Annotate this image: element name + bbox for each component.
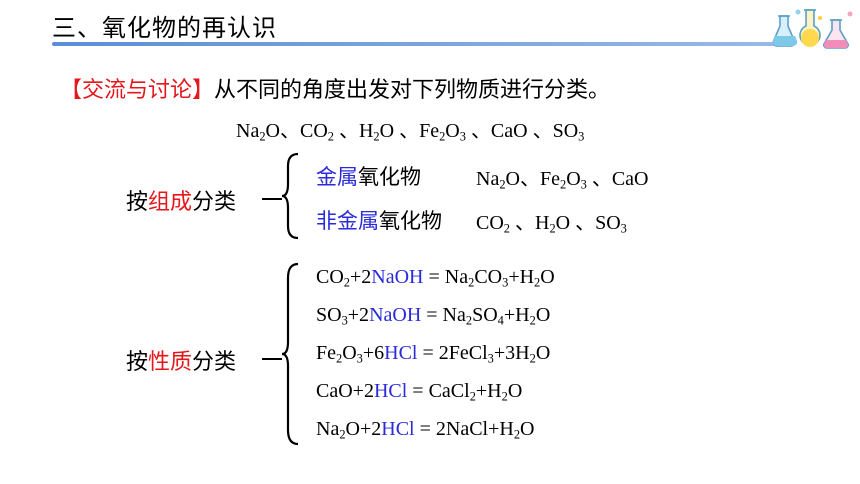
discussion-tag: 【交流与讨论】 [60, 78, 215, 103]
page-title: 三、氧化物的再认识 [52, 14, 277, 42]
composition-label-post: 分类 [192, 190, 237, 215]
property-label: 按性质分类 [126, 344, 236, 376]
discussion-text: 从不同的角度出发对下列物质进行分类。 [214, 78, 611, 103]
compounds-line: Na2O、CO2 、H2O 、Fe2O3 、CaO 、SO3 [236, 120, 585, 144]
property-label-post: 分类 [192, 350, 237, 375]
property-connector [262, 358, 282, 360]
title-underline [52, 42, 782, 46]
reaction-equation: SO3+2NaOH = Na2SO4+H2O [316, 304, 551, 328]
metal-oxide-row: 金属氧化物 [316, 161, 421, 191]
reaction-equation: Na2O+2HCl = 2NaCl+H2O [316, 418, 535, 442]
property-label-key: 性质 [148, 350, 193, 375]
composition-brace [281, 152, 299, 240]
composition-connector [262, 198, 282, 200]
reaction-equation: CO2+2NaOH = Na2CO3+H2O [316, 266, 555, 290]
discussion-prompt: 【交流与讨论】从不同的角度出发对下列物质进行分类。 [60, 72, 610, 104]
composition-label-key: 组成 [148, 190, 193, 215]
property-label-pre: 按 [126, 350, 149, 375]
metal-oxide-members: Na2O、Fe2O3 、CaO [476, 168, 649, 192]
nonmetal-key: 非金属 [316, 209, 379, 233]
nonmetal-rest: 氧化物 [379, 209, 442, 233]
reaction-equation: CaO+2HCl = CaCl2+H2O [316, 380, 523, 404]
reaction-equation: Fe2O3+6HCl = 2FeCl3+3H2O [316, 342, 551, 366]
nonmetal-oxide-row: 非金属氧化物 [316, 205, 442, 235]
nonmetal-oxide-members: CO2 、H2O 、SO3 [476, 212, 627, 236]
lab-flasks-icon [772, 9, 853, 49]
property-brace [281, 262, 299, 446]
composition-label: 按组成分类 [126, 184, 236, 216]
metal-rest: 氧化物 [358, 165, 421, 189]
metal-key: 金属 [316, 165, 358, 189]
composition-label-pre: 按 [126, 190, 149, 215]
